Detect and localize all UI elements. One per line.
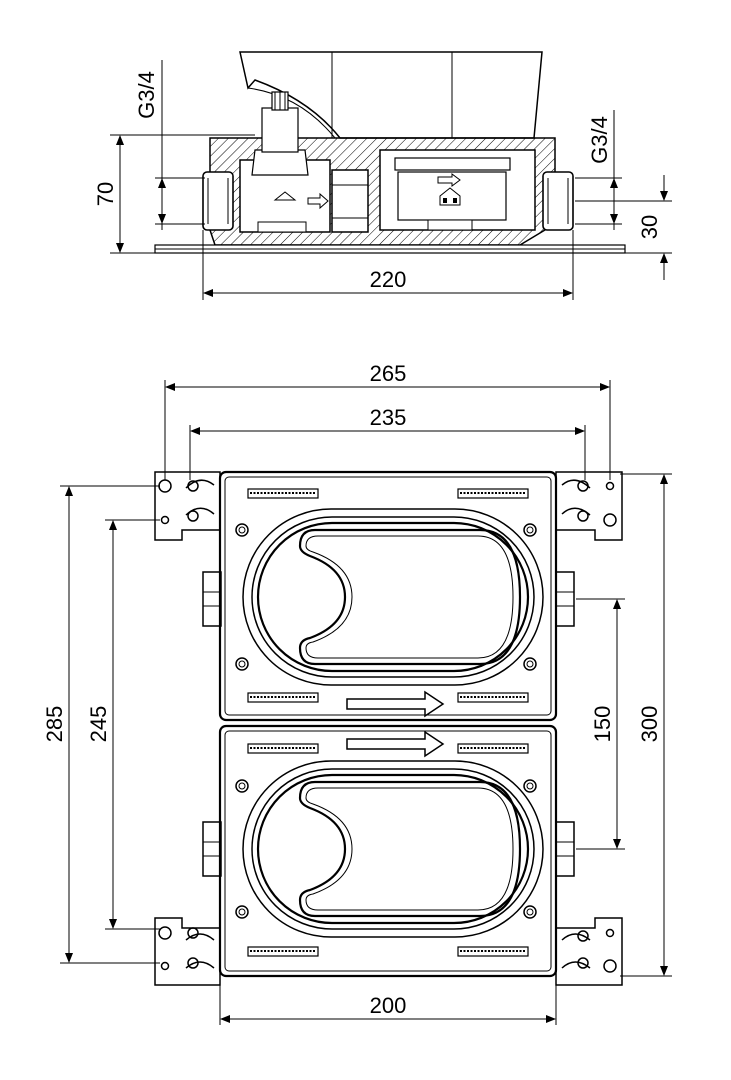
dim-30: 30	[575, 175, 672, 280]
dim-200-label: 200	[370, 993, 407, 1018]
left-fitting	[202, 171, 234, 231]
dim-70-label: 70	[93, 182, 118, 206]
top-view: 265 235 200 285 245	[42, 361, 672, 1025]
dim-150: 150	[576, 598, 625, 850]
dim-245: 245	[86, 519, 160, 930]
dim-g34-left: G3/4	[134, 60, 205, 230]
dim-235-label: 235	[370, 405, 407, 430]
dim-150-label: 150	[590, 706, 615, 743]
dim-220: 220	[202, 230, 574, 300]
dim-70: 70	[93, 134, 255, 254]
bracket-top-right	[555, 471, 623, 541]
dim-g34-right: G3/4	[575, 110, 622, 230]
thread-left-label: G3/4	[134, 71, 159, 119]
dim-285-label: 285	[42, 706, 67, 743]
dim-245-label: 245	[86, 706, 111, 743]
mounting-base	[154, 244, 626, 254]
right-fitting	[542, 171, 574, 231]
bracket-bottom-left	[154, 917, 221, 986]
thread-right-label: G3/4	[587, 116, 612, 164]
bracket-bottom-right	[555, 917, 623, 986]
dim-235: 235	[189, 405, 586, 480]
dim-30-label: 30	[637, 215, 662, 239]
body-upper-module	[218, 470, 558, 722]
dim-220-label: 220	[370, 267, 407, 292]
dim-300-label: 300	[637, 706, 662, 743]
body-lower-module	[218, 724, 558, 978]
dim-285: 285	[42, 485, 160, 964]
dim-200: 200	[219, 978, 557, 1025]
bracket-top-left	[154, 471, 221, 541]
dim-300: 300	[620, 473, 672, 977]
side-view: 70 G3/4 G3/4 30 220	[93, 51, 672, 300]
dim-265-label: 265	[370, 361, 407, 386]
housing-section	[209, 91, 556, 246]
dim-265: 265	[164, 361, 611, 480]
